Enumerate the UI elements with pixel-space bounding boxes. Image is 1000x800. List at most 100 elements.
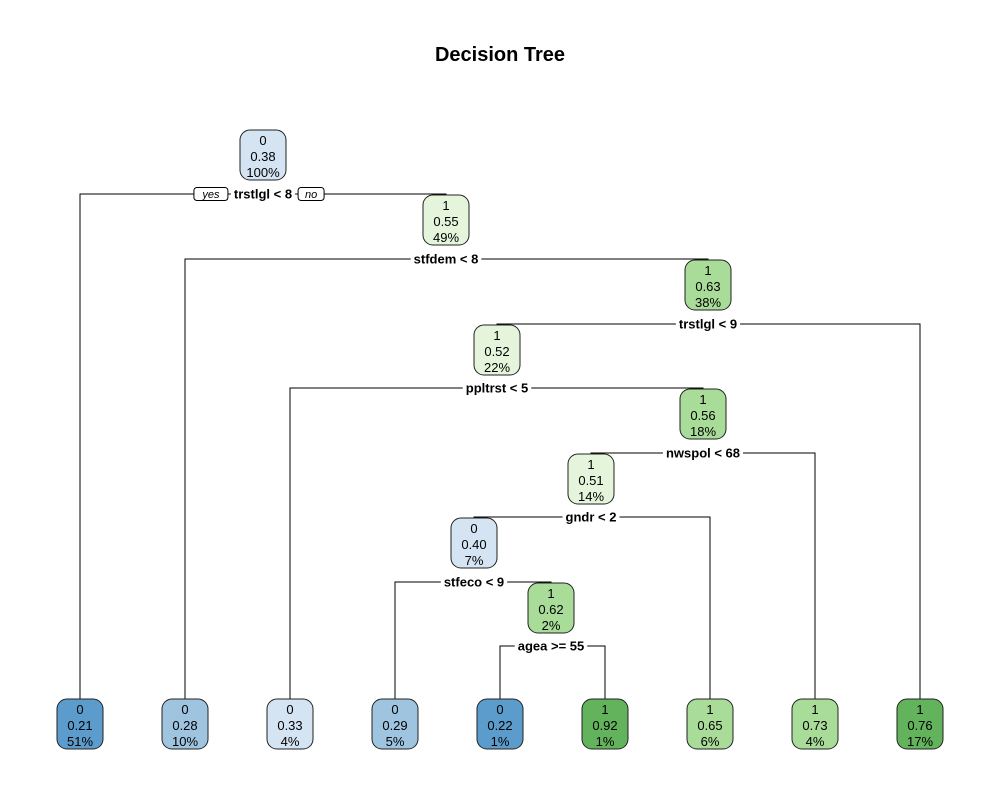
node-box <box>527 582 575 634</box>
split-label-text: gndr < 2 <box>566 510 617 525</box>
leaf-node-leaf6: 10.921% <box>581 698 629 750</box>
node-probability: 0.29 <box>382 718 407 733</box>
branch-tag-no-box <box>297 187 325 201</box>
node-class-label: 1 <box>587 457 594 472</box>
split-label-background <box>662 444 744 462</box>
node-box <box>239 129 287 181</box>
node-box <box>450 517 498 569</box>
node-percentage: 51% <box>67 734 93 749</box>
leaf-node-leaf8: 10.734% <box>791 698 839 750</box>
node-probability: 0.51 <box>578 473 603 488</box>
node-box <box>686 698 734 750</box>
edge-n4-to-leaf3 <box>289 387 497 699</box>
split-label-text: trstlgl < 9 <box>679 317 737 332</box>
node-probability: 0.55 <box>433 214 458 229</box>
split-label-background <box>562 508 620 526</box>
node-box <box>896 698 944 750</box>
node-box <box>791 698 839 750</box>
split-label-background <box>462 379 532 397</box>
node-probability: 0.52 <box>484 344 509 359</box>
node-percentage: 1% <box>596 734 615 749</box>
split-label-n5: nwspol < 68 <box>662 444 744 462</box>
node-box <box>473 324 521 376</box>
split-label-root: trstlgl < 8 <box>230 185 296 203</box>
split-label-background <box>514 637 588 655</box>
node-percentage: 1% <box>491 734 510 749</box>
node-class-label: 0 <box>286 702 293 717</box>
node-box <box>567 453 615 505</box>
node-percentage: 18% <box>690 424 716 439</box>
edge-n5-to-leaf8 <box>703 452 816 699</box>
leaf-node-leaf4: 00.295% <box>371 698 419 750</box>
edge-n6-to-leaf7 <box>591 516 711 699</box>
split-label-text: agea >= 55 <box>518 639 585 654</box>
leaf-node-leaf3: 00.334% <box>266 698 314 750</box>
node-box <box>266 698 314 750</box>
node-probability: 0.73 <box>802 718 827 733</box>
node-box <box>371 698 419 750</box>
split-node-n7: 00.407% <box>450 517 498 569</box>
edge-n3-to-leaf9 <box>708 323 921 699</box>
node-percentage: 4% <box>806 734 825 749</box>
node-class-label: 0 <box>391 702 398 717</box>
edge-n2-to-leaf2 <box>184 258 446 699</box>
node-percentage: 49% <box>433 230 459 245</box>
split-label-n7: stfeco < 9 <box>440 573 508 591</box>
node-probability: 0.40 <box>461 537 486 552</box>
leaf-node-leaf7: 10.656% <box>686 698 734 750</box>
split-label-n2: stfdem < 8 <box>410 250 482 268</box>
node-class-label: 1 <box>916 702 923 717</box>
node-percentage: 7% <box>465 553 484 568</box>
split-label-n3: trstlgl < 9 <box>675 315 741 333</box>
branch-tag-yes-text: yes <box>201 189 220 201</box>
node-class-label: 1 <box>699 392 706 407</box>
node-probability: 0.56 <box>690 408 715 423</box>
node-box <box>56 698 104 750</box>
node-probability: 0.65 <box>697 718 722 733</box>
node-class-label: 1 <box>442 198 449 213</box>
edge-n7-to-leaf4 <box>394 581 474 699</box>
split-label-text: trstlgl < 8 <box>234 187 292 202</box>
split-label-background <box>440 573 508 591</box>
node-probability: 0.62 <box>538 602 563 617</box>
node-class-label: 1 <box>706 702 713 717</box>
node-percentage: 4% <box>281 734 300 749</box>
node-class-label: 0 <box>470 521 477 536</box>
branch-tag-yes: yes <box>193 187 229 201</box>
edges-layer <box>79 193 921 699</box>
node-probability: 0.21 <box>67 718 92 733</box>
node-probability: 0.92 <box>592 718 617 733</box>
edge-root-to-leaf1 <box>79 193 263 699</box>
node-probability: 0.76 <box>907 718 932 733</box>
node-probability: 0.28 <box>172 718 197 733</box>
node-class-label: 0 <box>259 133 266 148</box>
node-box <box>581 698 629 750</box>
node-class-label: 1 <box>493 328 500 343</box>
node-box <box>161 698 209 750</box>
node-percentage: 6% <box>701 734 720 749</box>
nodes-layer: 00.38100%10.5549%10.6338%10.5222%10.5618… <box>56 129 944 750</box>
node-percentage: 17% <box>907 734 933 749</box>
split-label-text: nwspol < 68 <box>666 446 740 461</box>
diagram-title: Decision Tree <box>435 44 565 66</box>
node-percentage: 5% <box>386 734 405 749</box>
node-probability: 0.22 <box>487 718 512 733</box>
node-box <box>679 388 727 440</box>
node-percentage: 14% <box>578 489 604 504</box>
node-box <box>476 698 524 750</box>
leaf-node-leaf5: 00.221% <box>476 698 524 750</box>
split-label-n4: ppltrst < 5 <box>462 379 532 397</box>
split-label-background <box>230 185 296 203</box>
split-label-n6: gndr < 2 <box>562 508 620 526</box>
node-class-label: 1 <box>601 702 608 717</box>
edge-n2-to-n3 <box>446 258 709 260</box>
node-probability: 0.38 <box>250 149 275 164</box>
